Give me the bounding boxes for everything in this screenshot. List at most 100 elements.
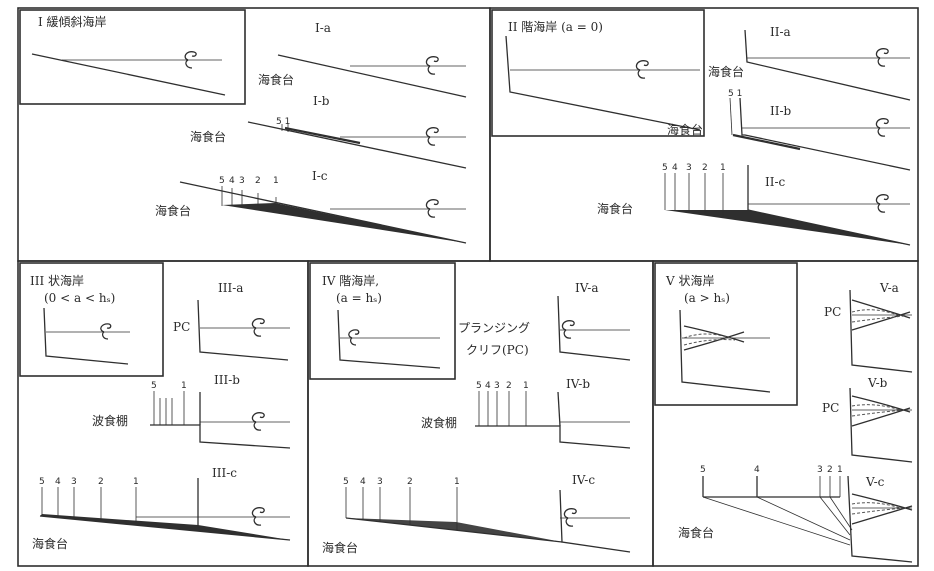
IVb-cliff — [557, 391, 561, 427]
Ic-num-4: 4 — [229, 176, 235, 186]
IIIc-wave-icon — [251, 507, 265, 526]
IIc-platform-wedge — [665, 210, 910, 245]
Vb-dashed — [851, 404, 906, 417]
inset-IV-cliff — [337, 309, 441, 369]
IIIc-num-5: 5 — [39, 477, 45, 487]
inset-II-wave-icon — [635, 60, 649, 79]
Ic-platform-label: 海食台 — [155, 203, 191, 218]
Vb-cliff — [849, 387, 913, 463]
panel-I-title: I 緩傾斜海岸 — [38, 14, 107, 29]
Ib-wave-icon — [425, 127, 439, 146]
panel-IV-title: IV 階海岸, — [322, 273, 379, 288]
Vc-wave-lines — [851, 493, 913, 525]
IIc-num-3: 3 — [686, 163, 692, 173]
IIb-cliff — [739, 97, 911, 171]
Ic-num-1: 1 — [273, 176, 279, 186]
IIIc-num-1: 1 — [133, 477, 139, 487]
label-Ia: I-a — [315, 21, 331, 35]
Va-pc-label: PC — [824, 305, 841, 319]
label-IVc: IV-c — [572, 473, 595, 487]
Ib-slope — [247, 121, 467, 169]
IIc-num-2: 2 — [702, 163, 708, 173]
IVa-plunging-label-1: プランジング — [458, 321, 530, 335]
IIc-num-1: 1 — [720, 163, 726, 173]
panel-III-inset — [19, 262, 164, 377]
label-IIc: II-c — [765, 175, 786, 189]
label-IIIb: III-b — [214, 373, 240, 387]
label-IIIc: III-c — [212, 466, 237, 480]
IIc-wave-icon — [875, 194, 889, 213]
panel-frames — [17, 7, 919, 567]
panel-IV-frame — [307, 260, 654, 567]
panel-III-cond: (0 < a < hₛ) — [44, 291, 115, 305]
Ia-slope — [277, 54, 467, 98]
IVc-cliff — [559, 489, 631, 553]
IIIc-num-4: 4 — [55, 477, 61, 487]
IVb-bench-label: 波食棚 — [421, 415, 457, 430]
IVc-slope — [345, 517, 563, 543]
panel-III-title: III 状海岸 — [30, 273, 84, 288]
IVb-num-2: 2 — [506, 381, 512, 391]
Ic-num-5: 5 — [219, 176, 225, 186]
Vc-platform-label: 海食台 — [678, 525, 714, 540]
IVa-plunging-label-2: クリフ(PC) — [466, 343, 529, 357]
label-Vb: V-b — [867, 376, 888, 390]
IIIa-pc-label: PC — [173, 320, 190, 334]
panel-V-cond: (a > hₛ) — [684, 291, 730, 305]
inset-III-wave-icon — [100, 323, 112, 340]
label-IVa: IV-a — [575, 281, 599, 295]
Ic-num-2: 2 — [255, 176, 261, 186]
inset-I-slope — [31, 53, 226, 96]
IIc-slope — [747, 209, 911, 246]
IIIb-bench-label: 波食棚 — [92, 413, 128, 428]
Va-dashed — [851, 309, 906, 323]
Vb-wave-lines — [851, 395, 911, 427]
Vc-fan-4 — [756, 496, 851, 541]
IIb-mark-5 — [729, 97, 733, 136]
inset-III-cliff — [43, 307, 129, 365]
IIa-platform-label: 海食台 — [708, 64, 744, 79]
inset-IV-wave-icon — [348, 329, 360, 346]
IVb-num-3: 3 — [494, 381, 500, 391]
inset-I-wave-icon — [184, 51, 197, 61]
IIIc-numbers: 5 4 3 2 1 — [39, 477, 139, 487]
label-Vc: V-c — [865, 475, 885, 489]
panel-IV-inset — [309, 262, 456, 380]
label-IIa: II-a — [770, 25, 791, 39]
IIb-wave-icon — [875, 118, 889, 137]
Ia-platform-label: 海食台 — [258, 72, 294, 87]
IIIb-num-5: 5 — [151, 381, 157, 391]
IIb-platform — [732, 133, 801, 151]
IIb-numbers: 5 1 — [728, 89, 742, 99]
Vc-num-1: 1 — [837, 465, 843, 475]
IIIa-wave-icon — [251, 318, 265, 337]
Vc-numbers: 5 4 3 2 1 — [700, 465, 843, 475]
panel-IV-cond: (a = hₛ) — [336, 291, 382, 305]
IVc-num-5: 5 — [343, 477, 349, 487]
inset-V-cliff — [679, 309, 771, 393]
label-IVb: IV-b — [566, 377, 590, 391]
Vc-fan-3 — [819, 496, 851, 536]
IIa-cliff — [744, 29, 911, 101]
IIc-num-4: 4 — [672, 163, 678, 173]
IIa-wave-icon — [875, 48, 889, 67]
IIIb-numbers: 5 1 — [151, 381, 187, 391]
inset-V-wave-lines — [683, 325, 745, 351]
label-Ic: I-c — [312, 169, 328, 183]
Vb-pc-label: PC — [822, 401, 839, 415]
panel-II-inset — [491, 9, 705, 137]
IVc-num-1: 1 — [454, 477, 460, 487]
IVa-cliff — [557, 295, 631, 361]
Ic-platform-wedge — [222, 203, 466, 243]
IIc-platform-label: 海食台 — [597, 201, 633, 216]
inset-I-wave-tail — [185, 59, 193, 69]
IIb-platform-label: 海食台 — [667, 122, 703, 137]
IVc-num-4: 4 — [360, 477, 366, 487]
IVc-platform-label: 海食台 — [322, 540, 358, 555]
IIIc-num-3: 3 — [71, 477, 77, 487]
IVb-num-1: 1 — [523, 381, 529, 391]
Ic-wave-icon — [425, 199, 439, 218]
panel-I-frame — [17, 7, 491, 262]
IVb-num-4: 4 — [485, 381, 491, 391]
IVb-num-5: 5 — [476, 381, 482, 391]
